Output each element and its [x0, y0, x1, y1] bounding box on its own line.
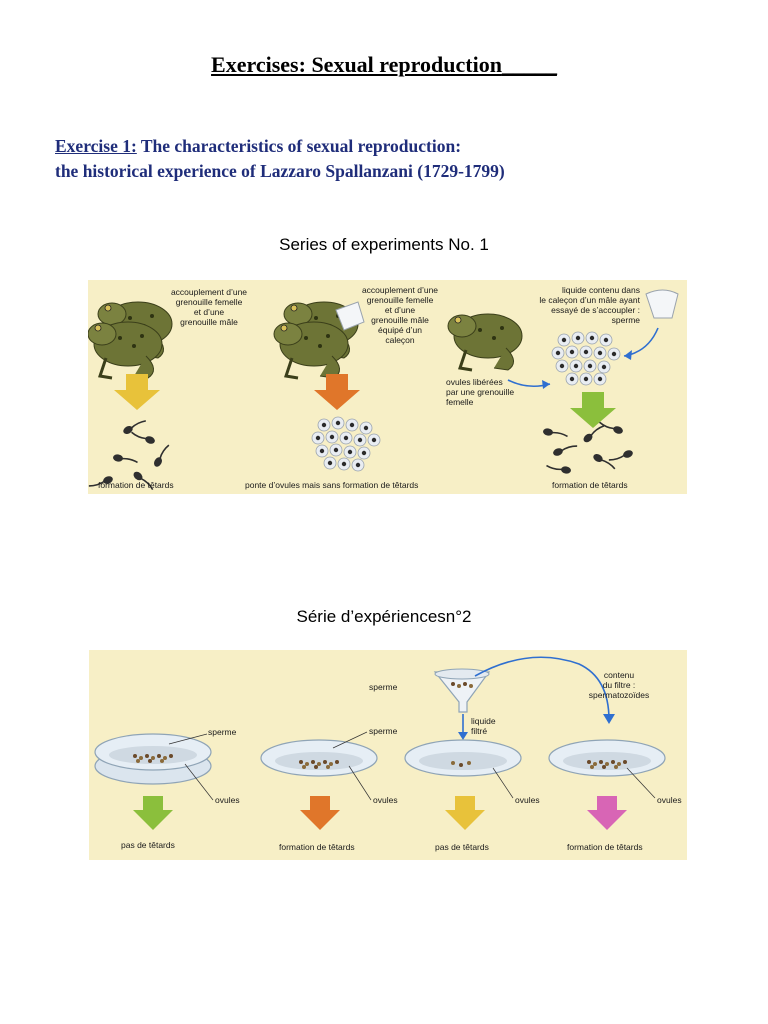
- exp3-ovules-line: femelle: [446, 397, 474, 407]
- dish4-contenu-line: du filtre :: [602, 680, 636, 690]
- exp3-label: liquide contenu dans le caleçon d’un mâl…: [524, 285, 640, 325]
- dish3-arrow: [445, 796, 485, 830]
- dish3-filtrate-line: filtré: [471, 726, 488, 736]
- document-title-text: Exercises: Sexual reproduction: [211, 52, 502, 77]
- dish2: [260, 739, 378, 777]
- exp1-label-line: grenouille mâle: [180, 317, 238, 327]
- dish1: [94, 733, 212, 785]
- dish4-contenu-line: spermatozoïdes: [588, 690, 650, 700]
- exercise-heading-line1: Exercise 1: The characteristics of sexua…: [55, 134, 505, 159]
- dish4: [548, 739, 666, 777]
- dish1-arrow: [133, 796, 173, 830]
- exp2-eggs: [311, 416, 381, 472]
- exp3-arrow: [570, 392, 616, 428]
- exp1-label-line: accouplement d’une: [170, 287, 248, 297]
- dish1-sperme-label: sperme: [208, 727, 237, 737]
- series2-illustration: [94, 656, 666, 830]
- exercise-label: Exercise 1:: [55, 136, 137, 156]
- exp1-label-line: et d’une: [193, 307, 225, 317]
- dish2-arrow: [300, 796, 340, 830]
- exp2-label-line: et d’une: [384, 305, 416, 315]
- exp2-label: accouplement d’une grenouille femelle et…: [350, 285, 450, 345]
- dish2-ovules-label: ovules: [373, 795, 398, 805]
- series1-figure: accouplement d’une grenouille femelle et…: [88, 280, 687, 494]
- exp2-label-line: grenouille mâle: [371, 315, 429, 325]
- dish3-filtrate-line: liquide: [471, 716, 496, 726]
- exp1-label: accouplement d’une grenouille femelle et…: [154, 287, 264, 327]
- dish4-contenu-label: contenu du filtre : spermatozoïdes: [567, 670, 671, 700]
- dish1-result: pas de têtards: [121, 840, 175, 850]
- funnel-icon: [433, 668, 491, 713]
- dish4-ovules-label: ovules: [657, 795, 682, 805]
- document-title: Exercises: Sexual reproduction_____: [0, 52, 768, 78]
- dish3-sperme-label: sperme: [369, 682, 398, 692]
- exp3-ovules-line: ovules libérées: [446, 377, 503, 387]
- exp2-label-line: caleçon: [385, 335, 415, 345]
- series1-illustration: [88, 289, 679, 493]
- series1-title: Series of experiments No. 1: [279, 235, 489, 254]
- dish4-arrow: [587, 796, 627, 830]
- calecon-sperm-icon: [645, 289, 679, 319]
- dish3: [404, 739, 522, 777]
- exercise-heading: Exercise 1: The characteristics of sexua…: [55, 134, 505, 184]
- exp1-label-line: grenouille femelle: [175, 297, 243, 307]
- exp3-ovules-line: par une grenouille: [446, 387, 515, 397]
- exp3-tadpoles: [541, 418, 635, 476]
- exp3-ovules-label: ovules libérées par une grenouille femel…: [446, 377, 536, 407]
- exp2-result: ponte d’ovules mais sans formation de tê…: [245, 480, 419, 490]
- dish2-sperme-label: sperme: [369, 726, 398, 736]
- calecon-icon: [335, 301, 365, 331]
- exp3-label-line: sperme: [611, 315, 640, 325]
- exp2-label-line: grenouille femelle: [366, 295, 434, 305]
- exp2-label-line: accouplement d’une: [361, 285, 439, 295]
- exp2-arrow: [314, 374, 360, 410]
- exp3-label-line: liquide contenu dans: [562, 285, 640, 295]
- exp3-result: formation de têtards: [552, 480, 628, 490]
- exp1-result: formation de têtards: [98, 480, 174, 490]
- dish1-ovules-label: ovules: [215, 795, 240, 805]
- dish3-result: pas de têtards: [435, 842, 489, 852]
- series2-figure: sperme ovules pas de têtards sperme ovul…: [89, 650, 687, 860]
- dish3-ovules-label: ovules: [515, 795, 540, 805]
- exp3-eggs: [551, 331, 621, 386]
- transfer-arrow: [474, 656, 610, 721]
- exercise-heading-line2: the historical experience of Lazzaro Spa…: [55, 161, 505, 181]
- dish4-result: formation de têtards: [567, 842, 643, 852]
- exercise-heading-rest: The characteristics of sexual reproducti…: [136, 136, 462, 156]
- dish2-result: formation de têtards: [279, 842, 355, 852]
- series2-title: Série d’expériencesn°2: [296, 607, 472, 626]
- exp1-arrow: [114, 374, 160, 410]
- dish3-filtrate-label: liquide filtré: [471, 716, 496, 736]
- exp3-label-line: le caleçon d’un mâle ayant: [539, 295, 640, 305]
- title-underline-tail: _____: [501, 52, 557, 77]
- exp3-label-line: essayé de s’accoupler :: [551, 305, 640, 315]
- dish4-contenu-line: contenu: [603, 670, 635, 680]
- exp2-label-line: équipé d’un: [378, 325, 422, 335]
